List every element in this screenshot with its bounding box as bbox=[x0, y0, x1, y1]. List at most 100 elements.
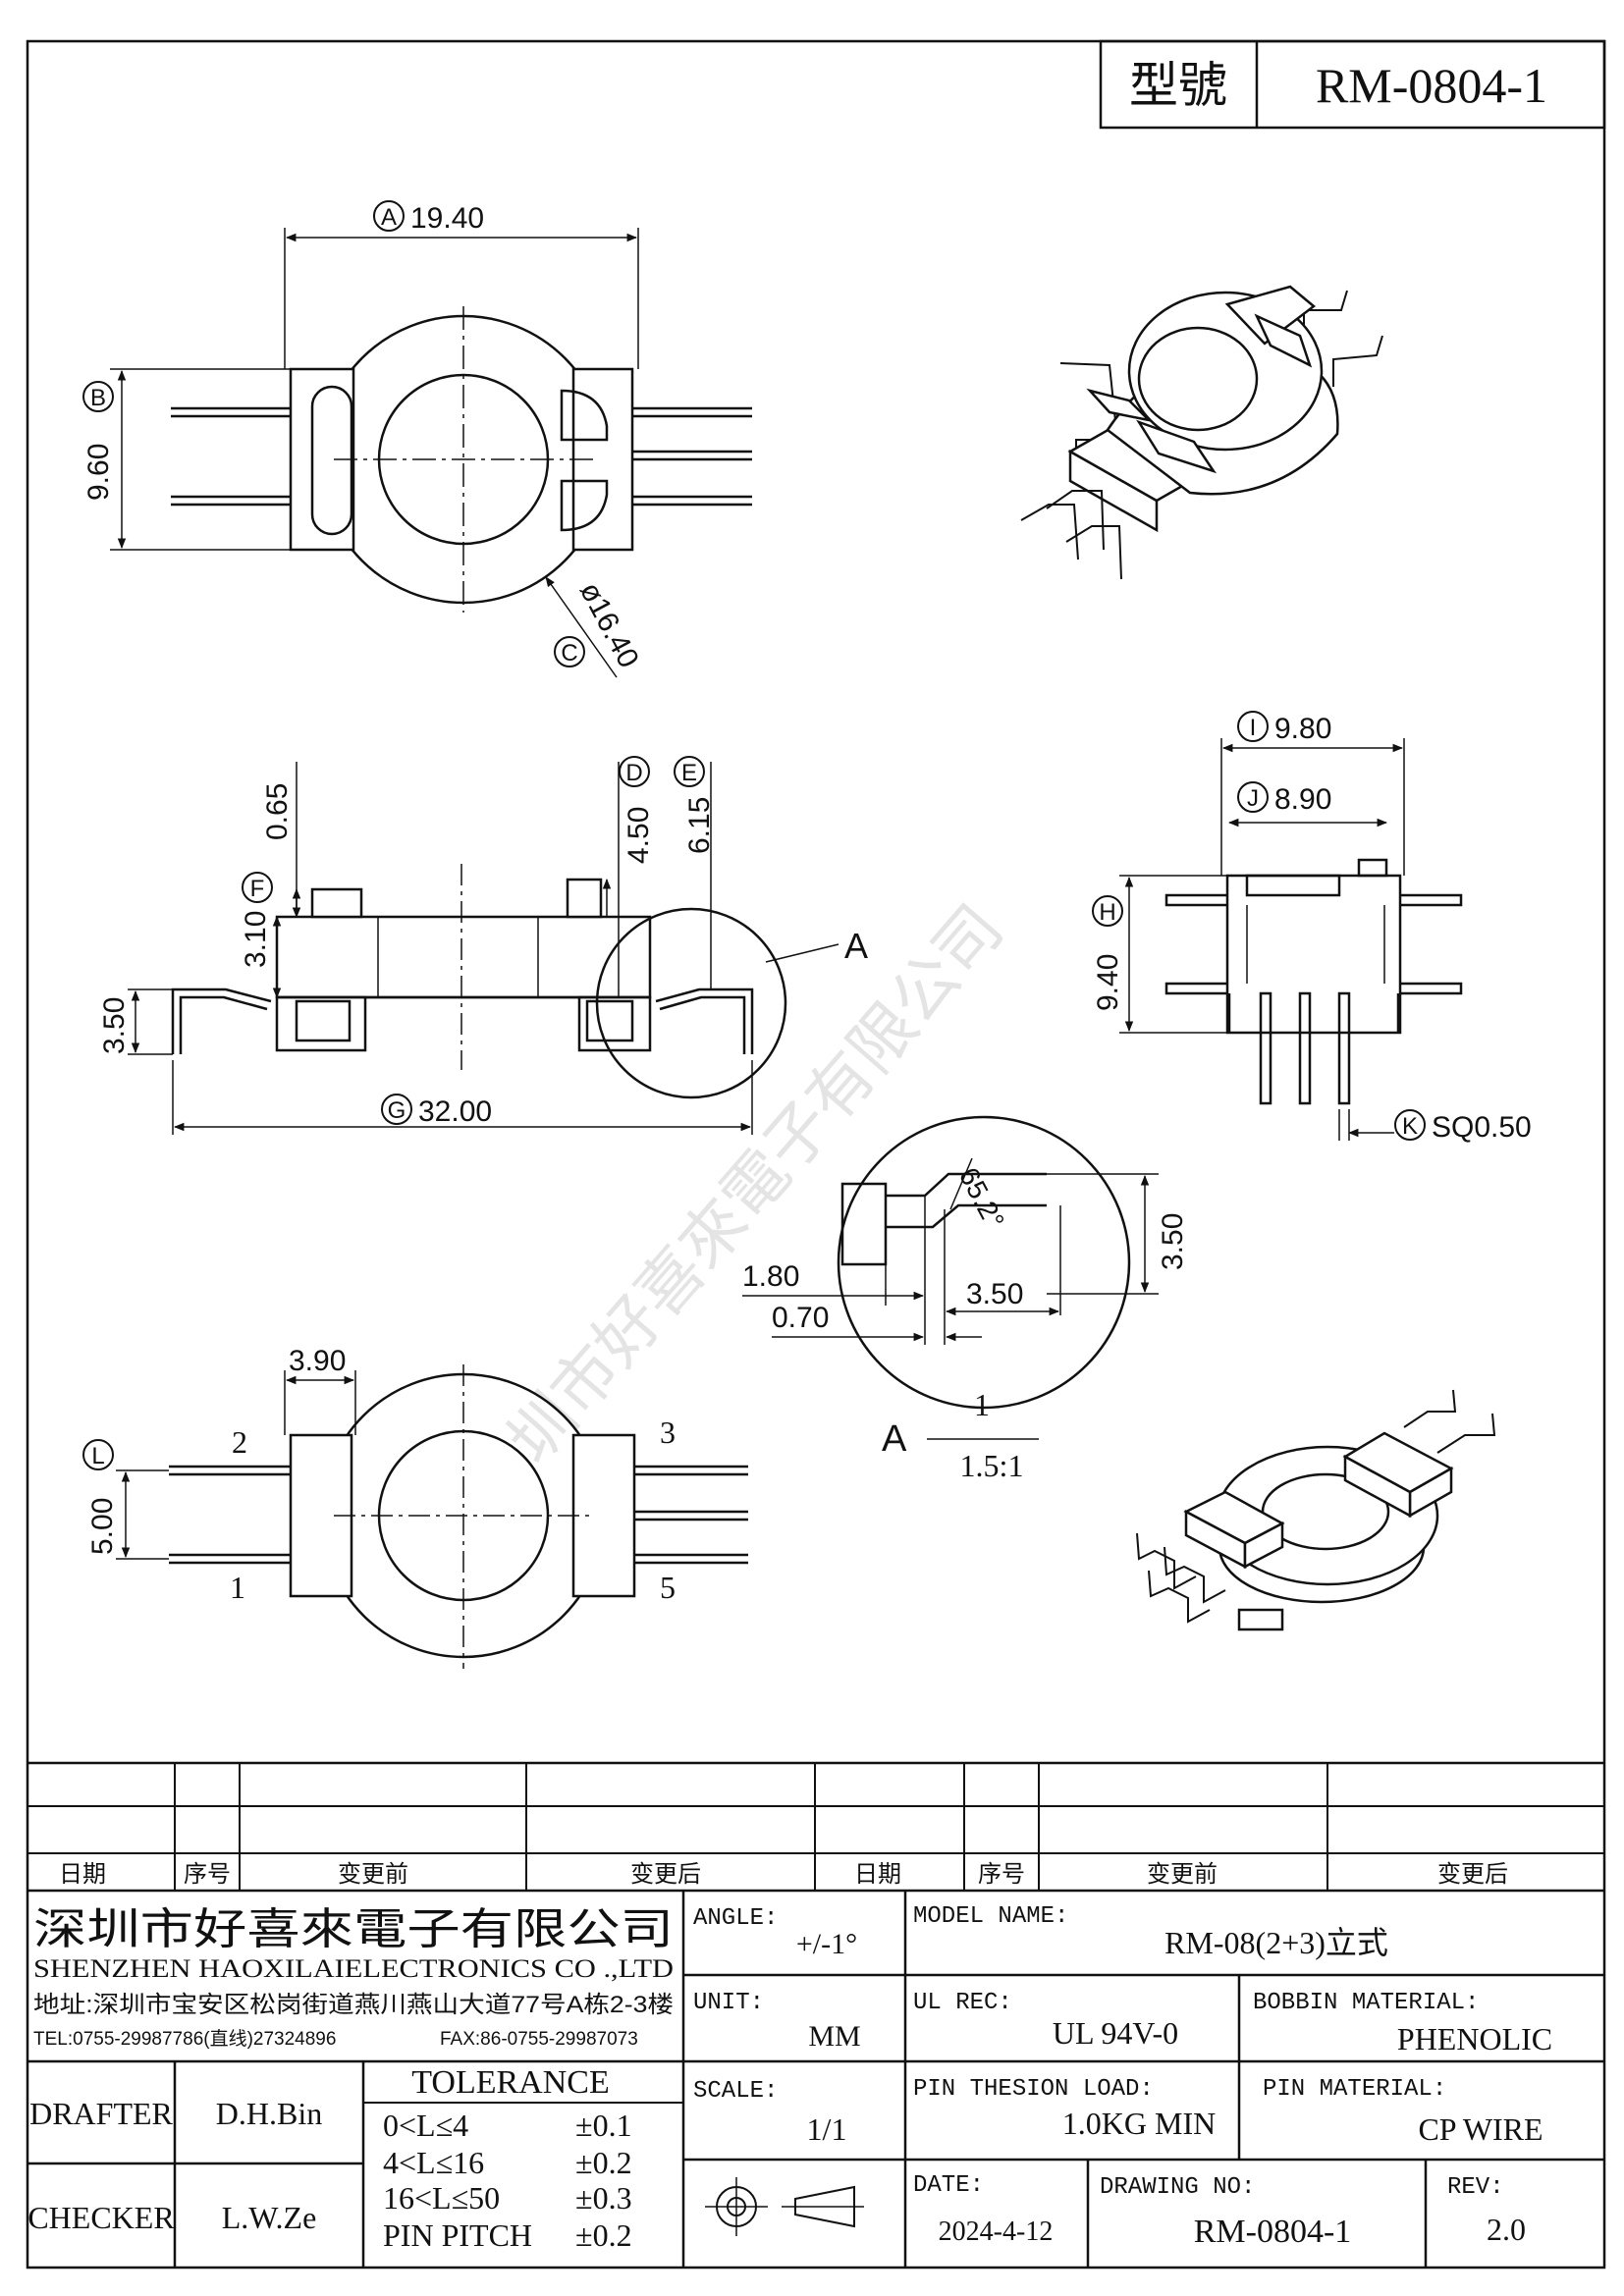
dim-350-value: 3.50 bbox=[98, 997, 131, 1054]
tol-value-1: ±0.1 bbox=[575, 2108, 632, 2143]
detail-callout-label: A bbox=[844, 926, 868, 966]
dim-f-value: 3.10 bbox=[240, 911, 272, 968]
revision-headers: 日期 序号 变更前 变更后 日期 序号 变更前 变更后 bbox=[59, 1861, 1508, 1888]
title-fields: ANGLE: +/-1° MODEL NAME: RM-08(2+3)立式 UN… bbox=[693, 1903, 1552, 2250]
dim-d-value: 4.50 bbox=[623, 807, 655, 864]
detail-350v-value: 3.50 bbox=[1157, 1213, 1189, 1270]
side-dims: I 9.80 J 8.90 H 9.40 K SQ0.50 bbox=[1092, 711, 1532, 1144]
letter-k: K bbox=[1402, 1113, 1418, 1140]
top-view bbox=[171, 306, 752, 613]
tol-value-4: ±0.2 bbox=[575, 2217, 632, 2253]
dim-a: A 19.40 bbox=[284, 200, 639, 369]
sheet-border bbox=[26, 39, 1606, 2269]
company-name-cn: 深圳市好喜來電子有限公司 bbox=[33, 1905, 674, 1953]
tol-range-4: PIN PITCH bbox=[383, 2217, 532, 2253]
model-value: RM-0804-1 bbox=[1316, 58, 1547, 113]
letter-i: I bbox=[1250, 715, 1257, 741]
angle-label: ANGLE: bbox=[693, 1905, 778, 1932]
dim-b: B 9.60 bbox=[82, 368, 291, 551]
rev-value: 2.0 bbox=[1487, 2212, 1526, 2247]
rev-header-date-2: 日期 bbox=[854, 1861, 901, 1888]
detail-scale-den: 1.5:1 bbox=[960, 1448, 1024, 1483]
dim-065-value: 0.65 bbox=[261, 783, 294, 840]
model-box: 型號 RM-0804-1 bbox=[1099, 39, 1606, 130]
bottom-dims: 3.90 L 5.00 2 1 3 5 bbox=[82, 1345, 676, 1605]
revision-table bbox=[27, 1761, 1604, 1893]
company-info: 深圳市好喜來電子有限公司 SHENZHEN HAOXILAIELECTRONIC… bbox=[33, 1905, 674, 2050]
staff-block: DRAFTER D.H.Bin CHECKER L.W.Ze bbox=[27, 2096, 322, 2235]
detail-180-value: 1.80 bbox=[742, 1260, 799, 1293]
detail-350h-value: 3.50 bbox=[966, 1278, 1023, 1310]
tol-range-2: 4<L≤16 bbox=[383, 2145, 484, 2180]
letter-b: B bbox=[90, 385, 106, 411]
dim-l-value: 5.00 bbox=[86, 1498, 119, 1555]
detail-scale-num: 1 bbox=[974, 1387, 990, 1422]
checker-label: CHECKER bbox=[27, 2200, 175, 2235]
dim-390-value: 3.90 bbox=[289, 1345, 346, 1377]
drawing-no-value: RM-0804-1 bbox=[1194, 2214, 1352, 2250]
letter-c: C bbox=[561, 640, 577, 667]
drafter-value: D.H.Bin bbox=[216, 2096, 322, 2131]
letter-g: G bbox=[388, 1097, 406, 1124]
rev-header-before-1: 变更前 bbox=[338, 1861, 408, 1888]
front-dims: 0.65 D 4.50 E 6.15 F 3.10 3.50 G 32.00 A bbox=[98, 756, 868, 1135]
bobbin-material-value: PHENOLIC bbox=[1397, 2021, 1552, 2056]
pin-2-label: 2 bbox=[232, 1424, 247, 1460]
letter-l: L bbox=[91, 1443, 104, 1469]
pin-load-value: 1.0KG MIN bbox=[1062, 2106, 1216, 2141]
tol-range-3: 16<L≤50 bbox=[383, 2180, 500, 2216]
pin-material-value: CP WIRE bbox=[1418, 2111, 1543, 2147]
company-tel: TEL:0755-29987786(直线)27324896 bbox=[33, 2028, 336, 2050]
model-name-label: MODEL NAME: bbox=[913, 1903, 1068, 1930]
dim-h-value: 9.40 bbox=[1092, 954, 1124, 1011]
scale-label: SCALE: bbox=[693, 2078, 778, 2105]
unit-value: MM bbox=[808, 2020, 860, 2053]
angle-value: +/-1° bbox=[796, 1928, 857, 1960]
pin-material-label: PIN MATERIAL: bbox=[1263, 2076, 1446, 2103]
model-name-value: RM-08(2+3)立式 bbox=[1164, 1925, 1388, 1960]
letter-f: F bbox=[250, 876, 265, 902]
tol-range-1: 0<L≤4 bbox=[383, 2108, 468, 2143]
tol-value-3: ±0.3 bbox=[575, 2180, 632, 2216]
letter-d: D bbox=[625, 760, 642, 786]
dim-i-value: 9.80 bbox=[1274, 713, 1331, 745]
dim-b-value: 9.60 bbox=[82, 444, 115, 501]
detail-label: A bbox=[882, 1418, 907, 1460]
rev-header-after-2: 变更后 bbox=[1437, 1861, 1508, 1888]
rev-header-seq-1: 序号 bbox=[184, 1861, 231, 1888]
letter-h: H bbox=[1099, 899, 1115, 926]
detail-070-value: 0.70 bbox=[772, 1302, 829, 1334]
date-value: 2024-4-12 bbox=[939, 2216, 1054, 2247]
letter-e: E bbox=[681, 760, 697, 786]
pin-5-label: 5 bbox=[660, 1570, 676, 1605]
pin-1-label: 1 bbox=[230, 1570, 245, 1605]
tolerance-title: TOLERANCE bbox=[411, 2064, 609, 2101]
drafter-label: DRAFTER bbox=[29, 2096, 173, 2131]
rev-header-before-2: 变更前 bbox=[1147, 1861, 1218, 1888]
dim-g-value: 32.00 bbox=[418, 1095, 492, 1128]
unit-label: UNIT: bbox=[693, 1990, 764, 2016]
drawing-no-label: DRAWING NO: bbox=[1100, 2174, 1255, 2201]
projection-symbol-icon bbox=[705, 2177, 864, 2236]
dim-j-value: 8.90 bbox=[1274, 783, 1331, 816]
title-block-grid bbox=[27, 1891, 1604, 2268]
letter-j: J bbox=[1247, 785, 1259, 812]
dim-c-value: ø16.40 bbox=[573, 577, 645, 673]
iso-view-top bbox=[1020, 285, 1383, 580]
scale-value: 1/1 bbox=[807, 2111, 847, 2147]
iso-view-bottom bbox=[1136, 1389, 1496, 1631]
front-view bbox=[171, 864, 754, 1070]
letter-circle-a bbox=[373, 200, 405, 232]
bottom-view bbox=[169, 1364, 748, 1669]
model-label: 型號 bbox=[1129, 58, 1227, 113]
letter-a: A bbox=[381, 204, 397, 231]
tol-value-2: ±0.2 bbox=[575, 2145, 632, 2180]
ul-rec-label: UL REC: bbox=[913, 1990, 1012, 2016]
dim-c: C ø16.40 bbox=[545, 576, 645, 678]
dim-k-value: SQ0.50 bbox=[1432, 1111, 1532, 1144]
pin-load-label: PIN THESION LOAD: bbox=[913, 2076, 1154, 2103]
rev-header-date-1: 日期 bbox=[59, 1861, 106, 1888]
company-fax: FAX:86-0755-29987073 bbox=[440, 2029, 638, 2050]
detail-callout-circle bbox=[595, 907, 787, 1099]
